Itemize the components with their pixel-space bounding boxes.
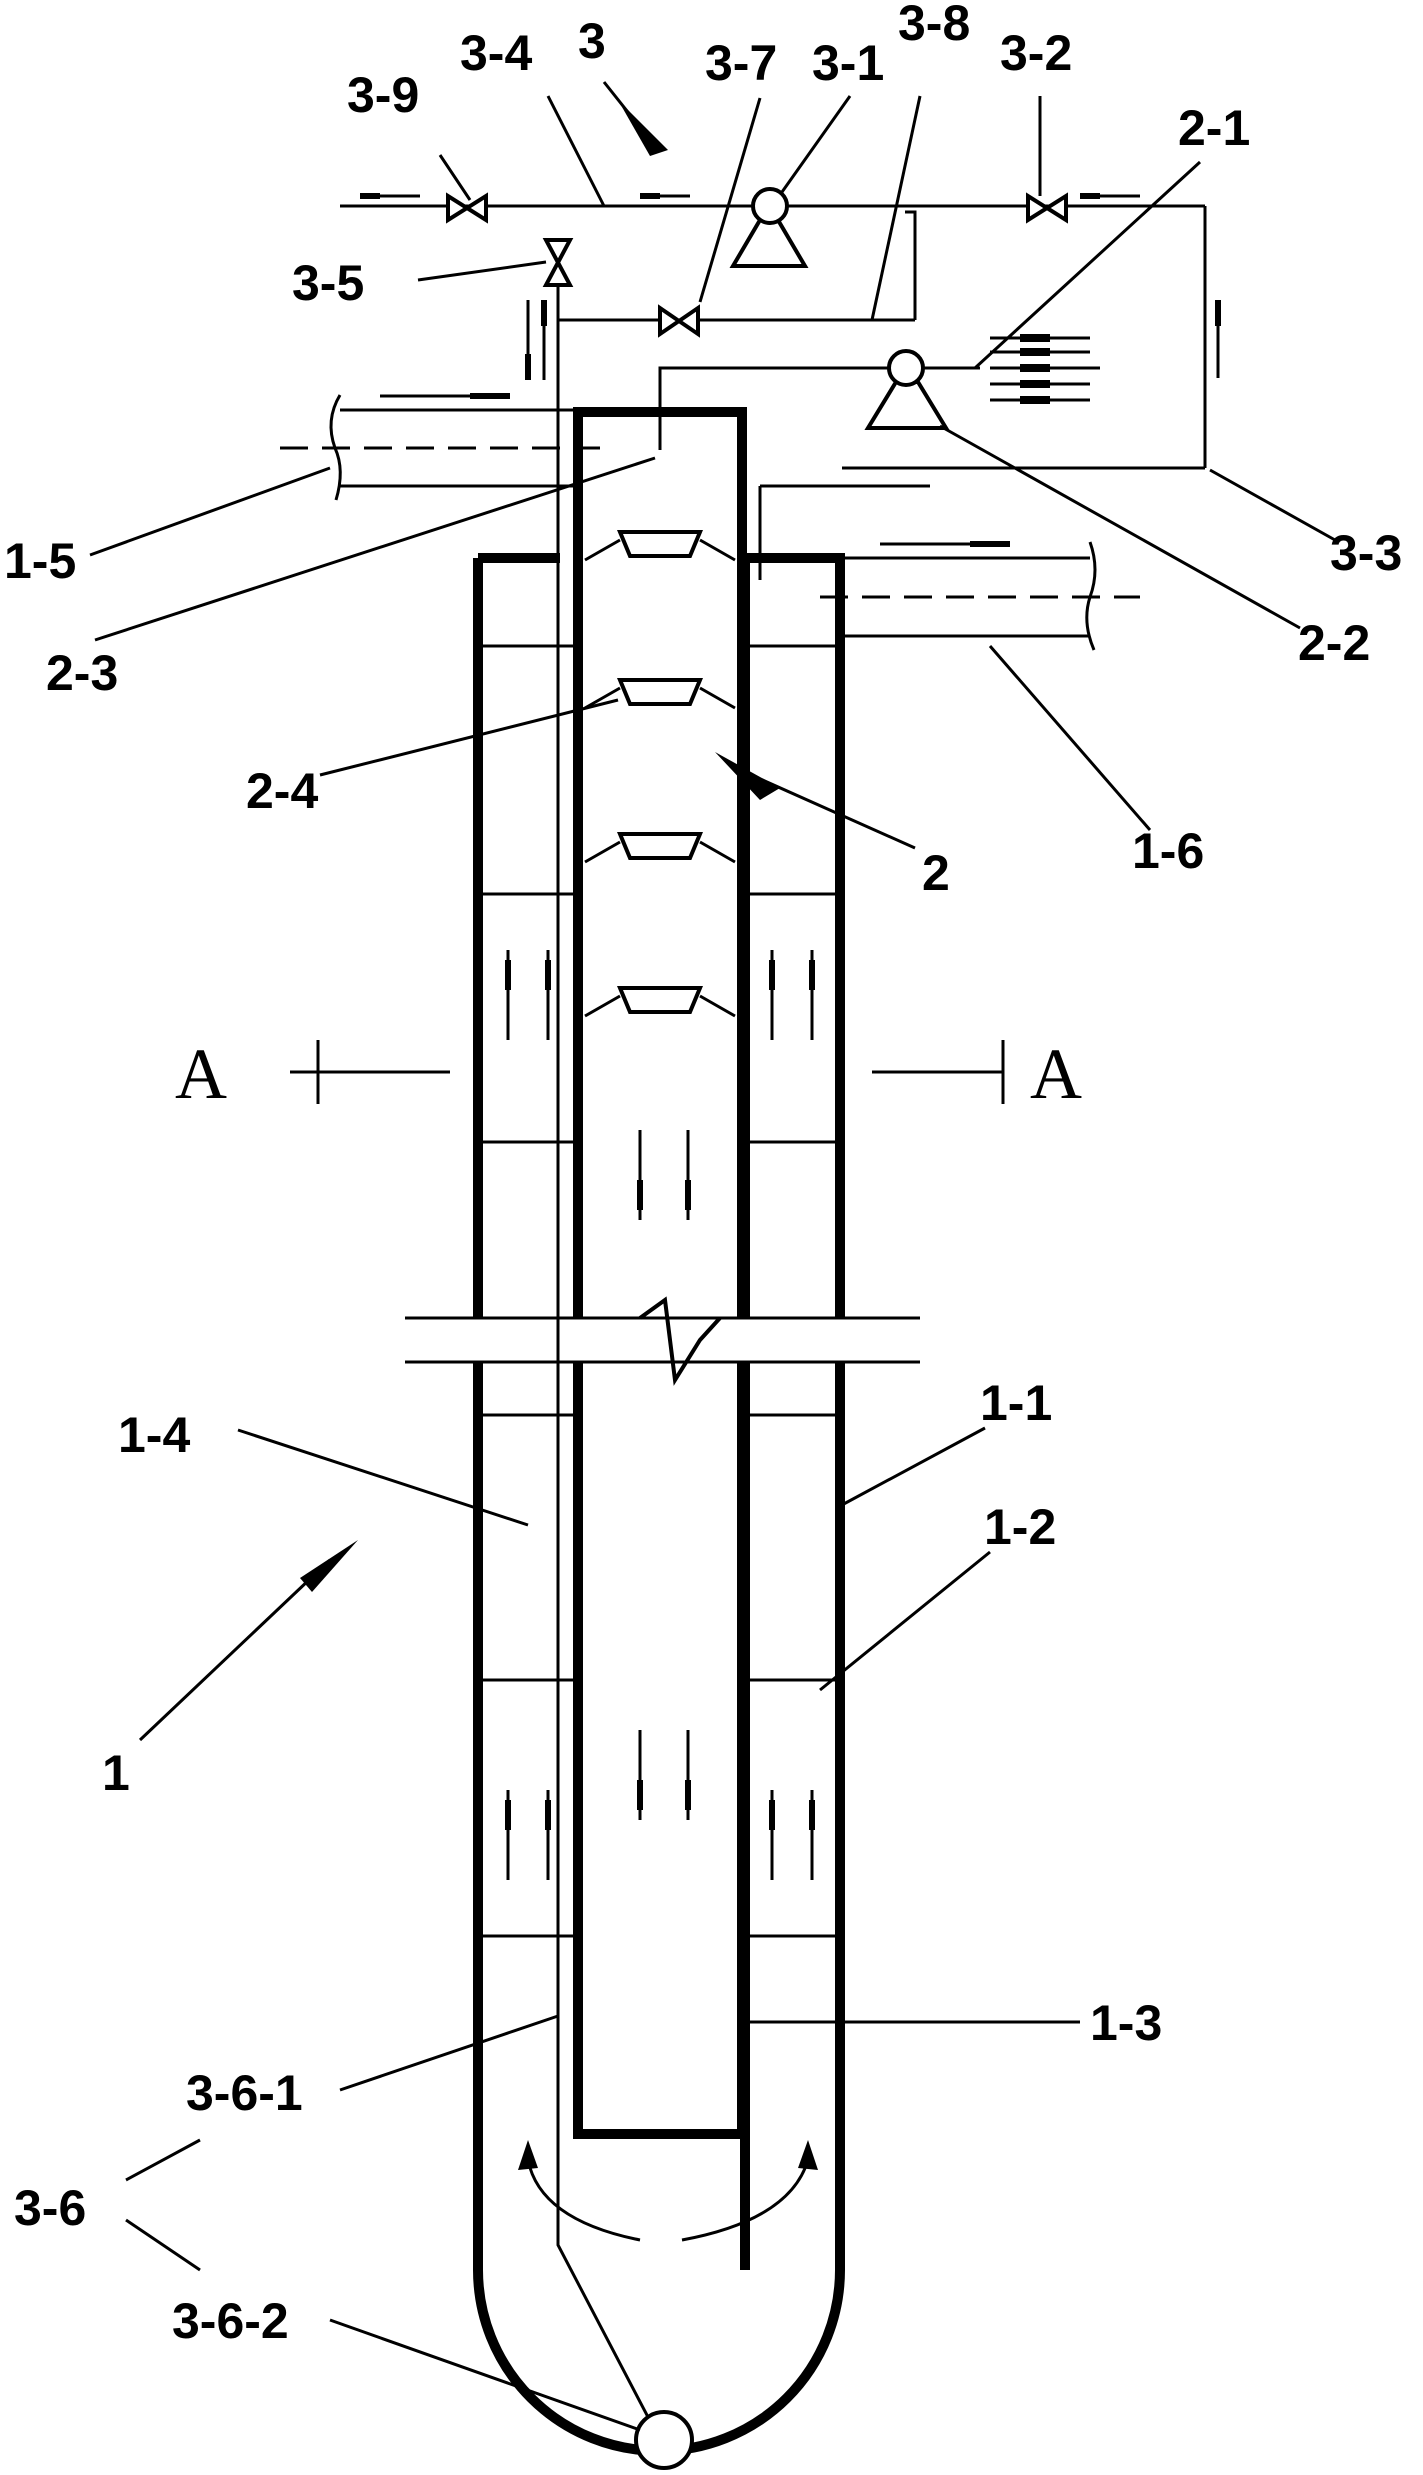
section-mark-left: A [175, 1034, 227, 1114]
valve-3-5 [542, 238, 574, 287]
valve-3-7 [658, 304, 700, 338]
label-3-2: 3-2 [1000, 25, 1072, 81]
inlet-pipe-1-5 [280, 394, 600, 501]
label-3-5: 3-5 [292, 255, 364, 311]
label-1-3: 1-3 [1090, 1995, 1162, 2051]
valve-3-2 [1026, 192, 1068, 224]
section-mark-right: A [1030, 1034, 1082, 1114]
label-3-1: 3-1 [812, 35, 884, 91]
label-1-2: 1-2 [984, 1499, 1056, 1555]
outlet-pipe-1-6 [820, 541, 1140, 651]
heat-fins [990, 334, 1100, 404]
part-labels: 3-9 3-4 3 3-7 3-1 3-8 3-2 2-1 3-5 1-5 3-… [4, 0, 1402, 2349]
injection-pipe-3-6-1 [556, 250, 694, 2470]
label-1-1: 1-1 [980, 1375, 1052, 1431]
label-2-2: 2-2 [1298, 615, 1370, 671]
label-2-3: 2-3 [46, 645, 118, 701]
label-1-5: 1-5 [4, 533, 76, 589]
label-2-1: 2-1 [1178, 100, 1250, 156]
pump-3-1 [729, 187, 809, 268]
spray-nozzles [584, 530, 736, 1018]
label-3-4: 3-4 [460, 25, 532, 81]
flow-arrows [360, 193, 1221, 2242]
component-pointers [138, 81, 916, 1742]
valve-3-9 [446, 192, 488, 224]
pump-2-2 [864, 349, 950, 430]
label-3-8: 3-8 [898, 0, 970, 51]
label-2: 2 [922, 845, 950, 901]
section-line: A A [175, 1034, 1082, 1114]
label-2-4: 2-4 [246, 763, 318, 819]
label-3-7: 3-7 [705, 35, 777, 91]
label-3-6: 3-6 [14, 2180, 86, 2236]
label-1: 1 [102, 1745, 130, 1801]
break-symbol [400, 1296, 930, 1386]
annulus-dividers [478, 644, 840, 1938]
inner-tube [573, 407, 747, 2139]
label-3-9: 3-9 [347, 67, 419, 123]
label-1-4: 1-4 [118, 1407, 190, 1463]
label-3-3: 3-3 [1330, 525, 1402, 581]
label-3: 3 [578, 13, 606, 69]
label-1-6: 1-6 [1132, 823, 1204, 879]
leader-lines [89, 95, 1336, 2432]
label-3-6-2: 3-6-2 [172, 2293, 289, 2349]
label-3-6-1: 3-6-1 [186, 2065, 303, 2121]
